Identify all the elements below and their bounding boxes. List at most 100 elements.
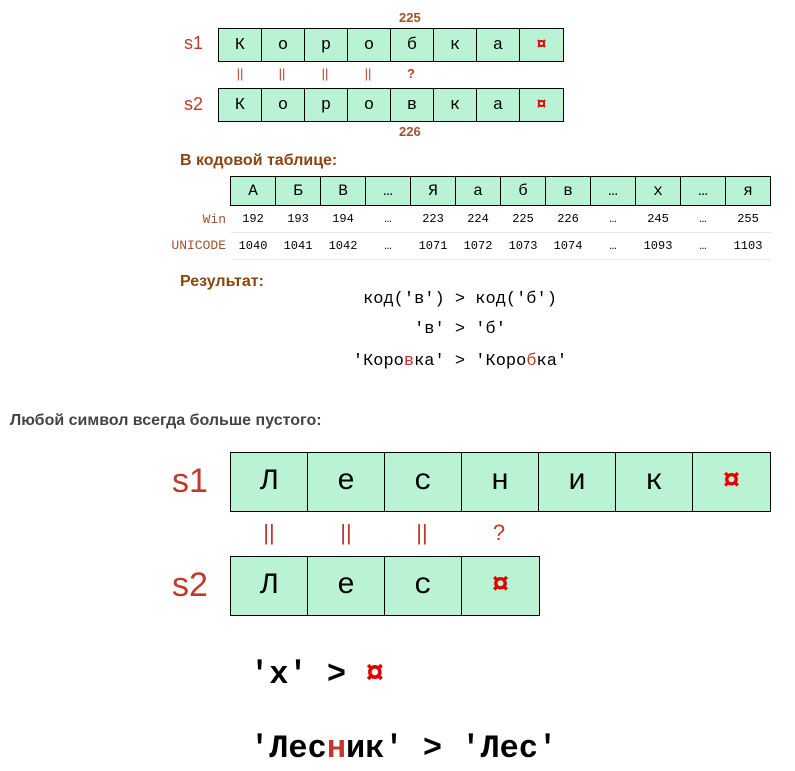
table-letter: … bbox=[590, 176, 636, 206]
s1-big-char: и bbox=[539, 453, 616, 511]
s2-label: s2 bbox=[184, 94, 204, 114]
result-line-2: 'в' > 'б' bbox=[414, 320, 506, 339]
table-letter: б bbox=[500, 176, 546, 206]
unicode-code: 1071 bbox=[410, 232, 456, 260]
compare-mark: || bbox=[263, 520, 275, 545]
unicode-code: … bbox=[590, 232, 636, 260]
unicode-code: 1074 bbox=[545, 232, 591, 260]
unicode-code: 1042 bbox=[320, 232, 366, 260]
win-code: … bbox=[680, 205, 726, 233]
compare-mark: || bbox=[321, 66, 329, 81]
compare-mark: ? bbox=[407, 66, 415, 81]
s2-char: К bbox=[219, 89, 262, 121]
s2-big-label: s2 bbox=[172, 566, 208, 604]
s2-char: о bbox=[348, 89, 391, 121]
end-of-string-icon: ¤ bbox=[520, 29, 563, 61]
s1-big-string: Л е с н и к ¤ bbox=[230, 452, 771, 512]
code-above: 225 bbox=[399, 10, 421, 25]
s1-char: а bbox=[477, 29, 520, 61]
win-label: Win bbox=[202, 212, 226, 227]
s1-label: s1 bbox=[184, 33, 204, 53]
word-compare-expr: 'Лесник' > 'Лес' bbox=[250, 730, 557, 767]
unicode-code: … bbox=[365, 232, 411, 260]
compare-mark: || bbox=[278, 66, 286, 81]
end-of-string-icon: ¤ bbox=[462, 557, 539, 615]
end-of-string-icon: ¤ bbox=[365, 656, 385, 693]
compare-mark: ? bbox=[492, 520, 506, 545]
unicode-code: … bbox=[680, 232, 726, 260]
s1-top-string: К о р о б к а ¤ bbox=[218, 28, 564, 62]
s1-char: б bbox=[391, 29, 434, 61]
unicode-code: 1073 bbox=[500, 232, 546, 260]
table-letter: В bbox=[320, 176, 366, 206]
s1-big-char: с bbox=[385, 453, 462, 511]
expr-highlight: б bbox=[526, 352, 537, 371]
unicode-code: 1041 bbox=[275, 232, 321, 260]
s2-char: к bbox=[434, 89, 477, 121]
win-code: 223 bbox=[410, 205, 456, 233]
unicode-code: 1103 bbox=[725, 232, 771, 260]
s1-char: К bbox=[219, 29, 262, 61]
table-letter: А bbox=[230, 176, 276, 206]
compare-mark: || bbox=[236, 66, 244, 81]
compare-mark: || bbox=[416, 520, 428, 545]
table-letter: в bbox=[545, 176, 591, 206]
table-letter: … bbox=[680, 176, 726, 206]
s1-big-label: s1 bbox=[172, 462, 208, 500]
win-code: 255 bbox=[725, 205, 771, 233]
expr-part: 'Коро bbox=[352, 352, 404, 371]
win-code: … bbox=[365, 205, 411, 233]
compare-mark: || bbox=[364, 66, 372, 81]
unicode-code: 1093 bbox=[635, 232, 681, 260]
code-table: А Б В … Я а б в … х … я 192 193 194 … 22… bbox=[230, 176, 771, 260]
s2-big-char: с bbox=[385, 557, 462, 615]
code-below: 226 bbox=[399, 124, 421, 139]
table-letter: Б bbox=[275, 176, 321, 206]
compare-mark: || bbox=[340, 520, 352, 545]
s2-char: о bbox=[262, 89, 305, 121]
unicode-code: 1072 bbox=[455, 232, 501, 260]
empty-symbol-heading: Любой символ всегда больше пустого: bbox=[10, 412, 322, 429]
win-code: 224 bbox=[455, 205, 501, 233]
expr-part: ик' > 'Лес' bbox=[346, 730, 558, 767]
s2-char: р bbox=[305, 89, 348, 121]
result-line-3: 'Коровка' > 'Коробка' bbox=[300, 352, 620, 371]
s1-big-char: Л bbox=[231, 453, 308, 511]
expr-part: 'Лес bbox=[250, 730, 327, 767]
s2-big-char: Л bbox=[231, 557, 308, 615]
s1-big-char: е bbox=[308, 453, 385, 511]
table-letter: Я bbox=[410, 176, 456, 206]
result-line-1: код('в') > код('б') bbox=[363, 290, 557, 309]
win-code: … bbox=[590, 205, 636, 233]
s2-big-char: е bbox=[308, 557, 385, 615]
s1-char: к bbox=[434, 29, 477, 61]
code-table-heading: В кодовой таблице: bbox=[180, 152, 338, 169]
result-heading: Результат: bbox=[180, 273, 264, 290]
table-letter: … bbox=[365, 176, 411, 206]
s2-char: а bbox=[477, 89, 520, 121]
win-code: 193 bbox=[275, 205, 321, 233]
s2-big-string: Л е с ¤ bbox=[230, 556, 540, 616]
expr-highlight: н bbox=[326, 730, 347, 767]
win-code: 226 bbox=[545, 205, 591, 233]
end-of-string-icon: ¤ bbox=[693, 453, 770, 511]
expr-part: 'х' > bbox=[250, 656, 366, 693]
s1-big-char: н bbox=[462, 453, 539, 511]
unicode-label: UNICODE bbox=[171, 238, 226, 253]
s1-char: о bbox=[348, 29, 391, 61]
win-code: 225 bbox=[500, 205, 546, 233]
s1-big-char: к bbox=[616, 453, 693, 511]
unicode-code: 1040 bbox=[230, 232, 276, 260]
table-letter: х bbox=[635, 176, 681, 206]
end-of-string-icon: ¤ bbox=[520, 89, 563, 121]
table-letter: а bbox=[455, 176, 501, 206]
s2-top-string: К о р о в к а ¤ bbox=[218, 88, 564, 122]
expr-part: ка' bbox=[536, 352, 568, 371]
table-letter: я bbox=[725, 176, 771, 206]
win-code: 192 bbox=[230, 205, 276, 233]
s2-char: в bbox=[391, 89, 434, 121]
s1-char: р bbox=[305, 29, 348, 61]
empty-compare-expr: 'х' > ¤ bbox=[250, 656, 384, 693]
expr-part: ка' > 'Коро bbox=[414, 352, 527, 371]
s1-char: о bbox=[262, 29, 305, 61]
